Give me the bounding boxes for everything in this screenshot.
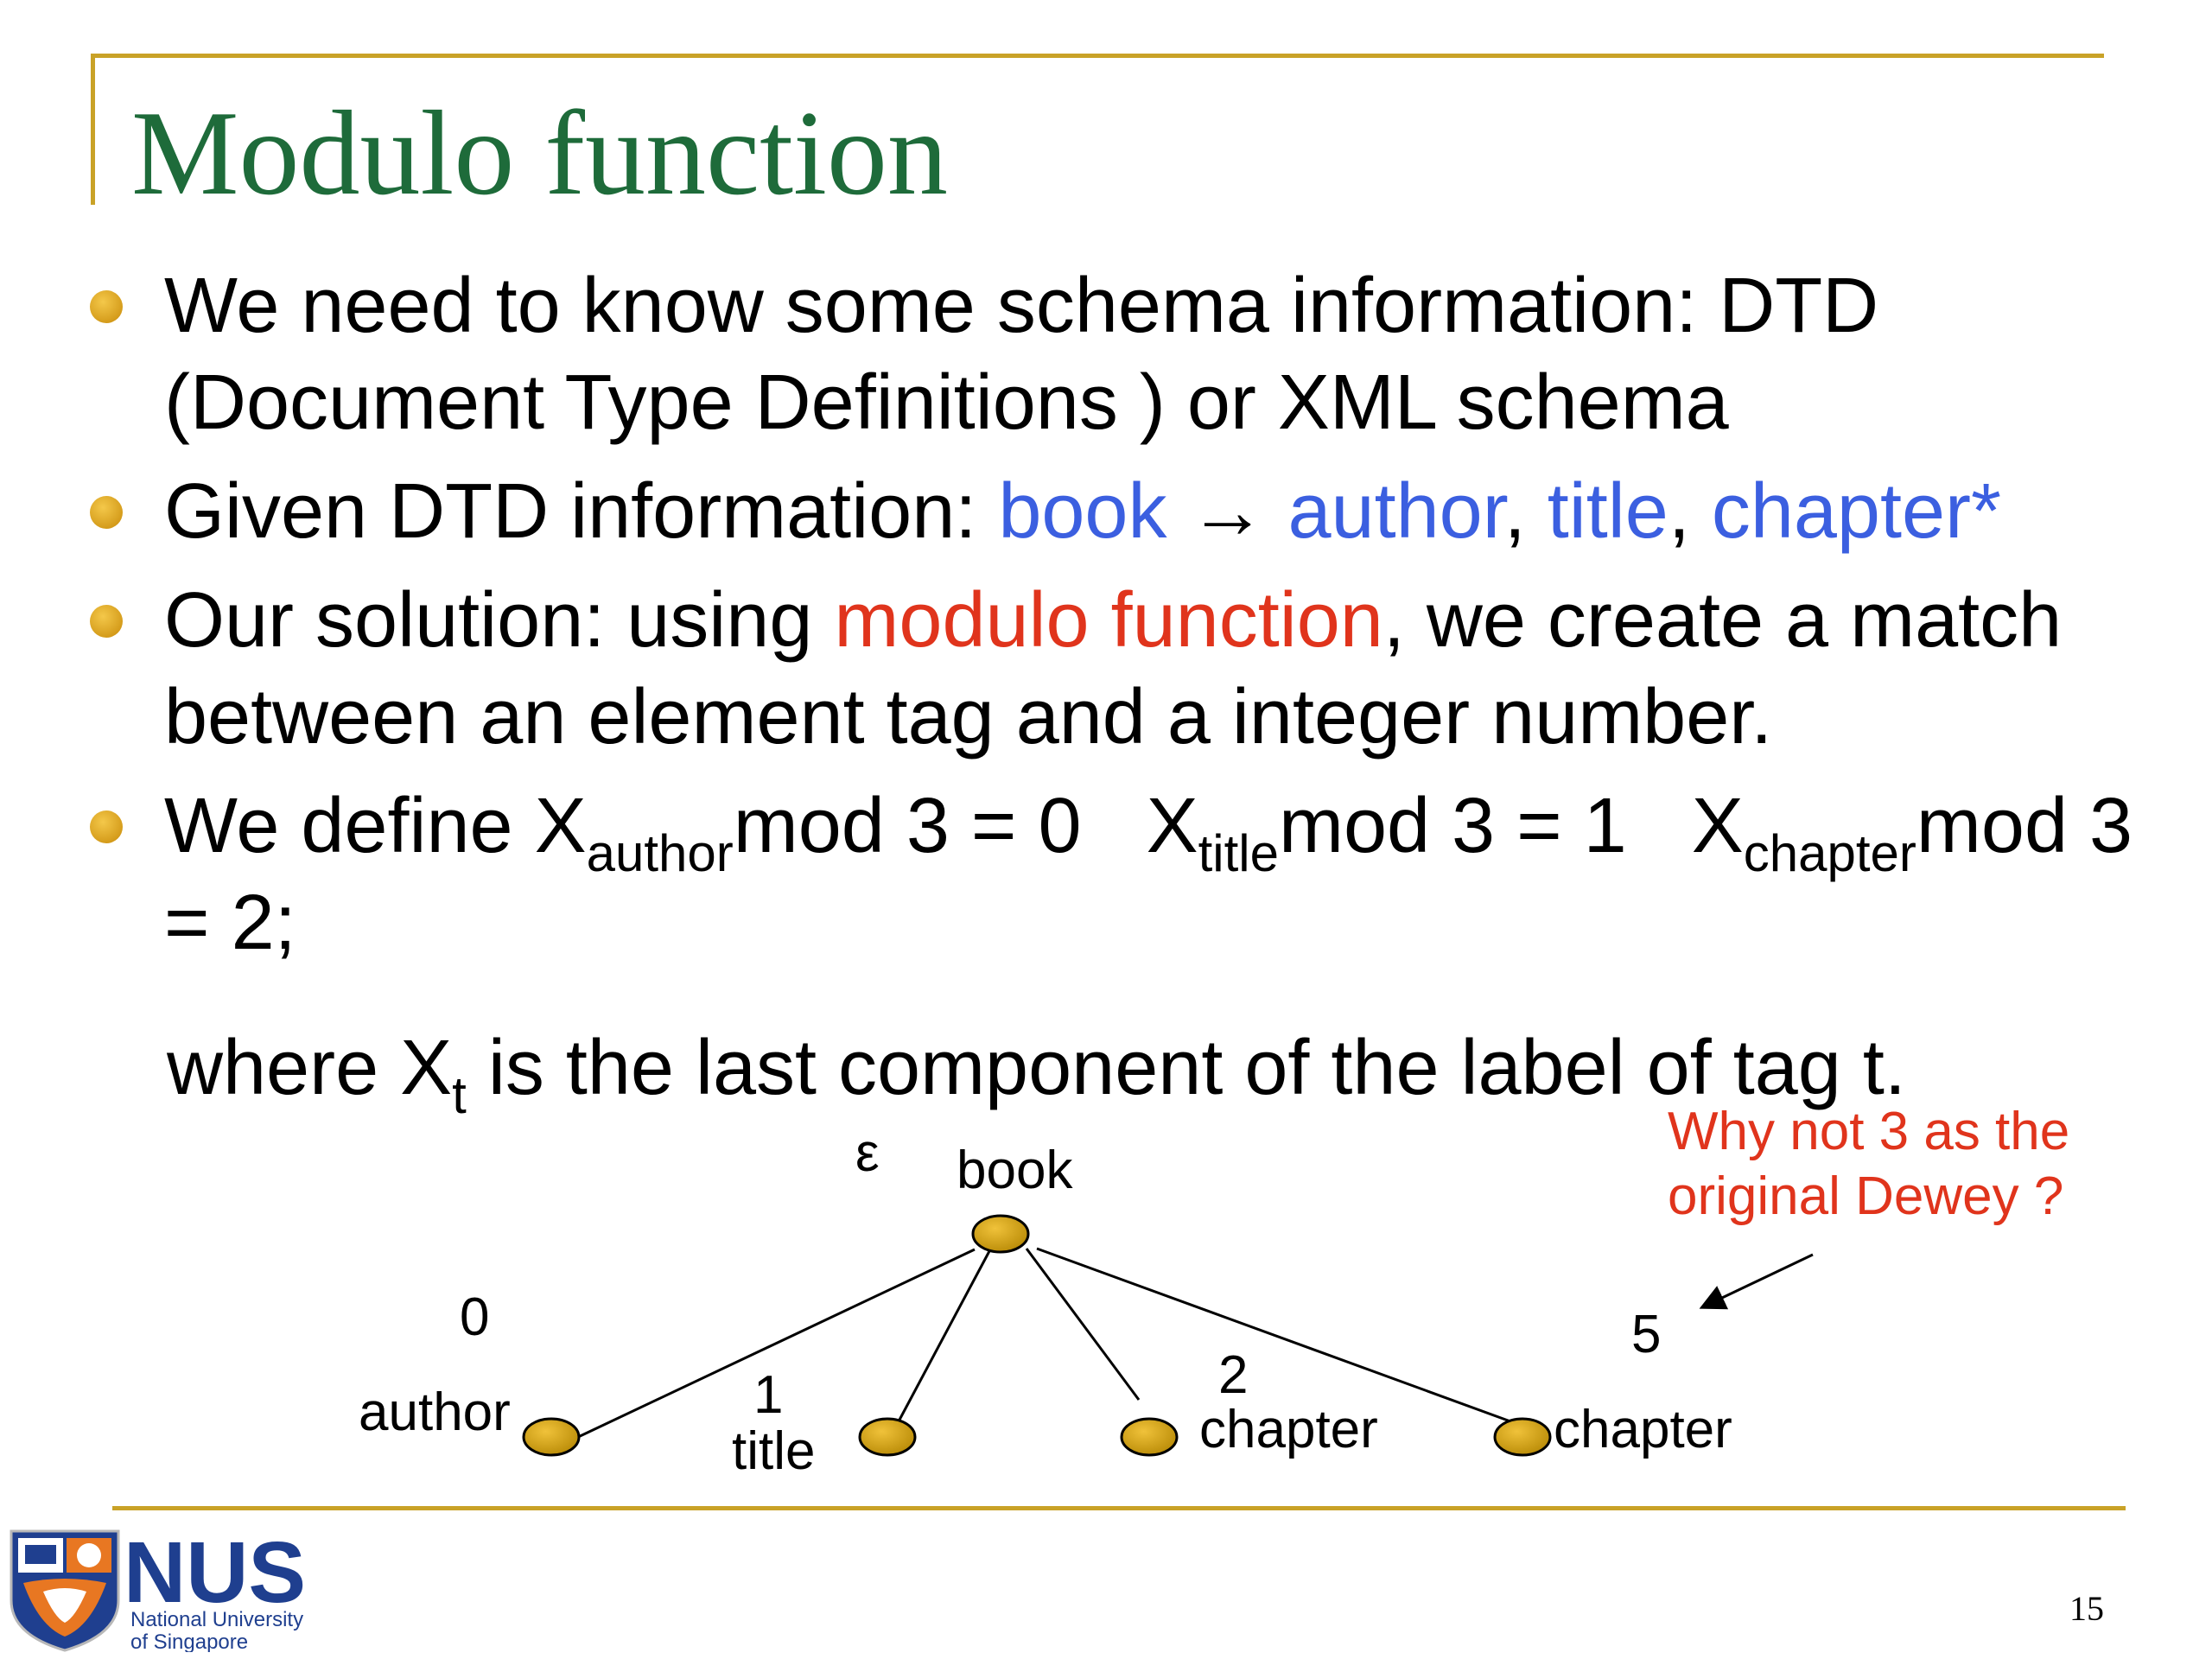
where-pre: where X bbox=[167, 1025, 453, 1111]
dtd-author: author bbox=[1287, 468, 1504, 555]
nus-crest-icon bbox=[10, 1529, 120, 1652]
annotation-line-1: Why not 3 as the bbox=[1668, 1102, 2069, 1161]
define-lead: We define bbox=[164, 783, 535, 869]
dtd-sep: , bbox=[1668, 468, 1712, 555]
node-author bbox=[522, 1417, 581, 1457]
bullet-text: We need to know some schema information:… bbox=[164, 263, 1879, 446]
eq-title: mod 3 = 1 bbox=[1278, 783, 1692, 869]
bullet-list: We need to know some schema information:… bbox=[85, 257, 2176, 983]
where-line: where Xt is the last component of the la… bbox=[167, 1020, 1906, 1122]
annotation-arrow bbox=[1699, 1253, 1814, 1310]
bullet-solution: Our solution: using modulo function, we … bbox=[85, 572, 2176, 766]
annotation-line-2: original Dewey ? bbox=[1668, 1166, 2063, 1226]
slide-title: Modulo function bbox=[131, 86, 948, 220]
logo-line1: National University bbox=[130, 1608, 303, 1631]
where-sub: t bbox=[452, 1066, 467, 1124]
child-number-chapter-5: 5 bbox=[1631, 1305, 1661, 1364]
dtd-chapter: chapter* bbox=[1711, 468, 2002, 555]
sub-chapter: chapter bbox=[1743, 824, 1916, 882]
root-label: book bbox=[957, 1141, 1073, 1200]
edge-book-chapter2 bbox=[1025, 1248, 1141, 1401]
frame-bottom-rule bbox=[112, 1506, 2126, 1510]
highlight-modulo: modulo function bbox=[834, 577, 1383, 664]
child-tag-author: author bbox=[359, 1382, 511, 1442]
node-book bbox=[971, 1214, 1030, 1254]
node-chapter-2 bbox=[1120, 1417, 1179, 1457]
node-chapter-5 bbox=[1493, 1417, 1552, 1457]
bullet-define: We define Xauthormod 3 = 0 Xtitlemod 3 =… bbox=[85, 778, 2176, 971]
eq-chapter: mod 3 = 2; bbox=[164, 783, 2133, 966]
nus-logo: NUS National University of Singapore bbox=[10, 1524, 306, 1652]
frame-top-rule bbox=[91, 54, 2104, 58]
sub-title: title bbox=[1198, 824, 1279, 882]
eq-author: mod 3 = 0 bbox=[733, 783, 1147, 869]
dtd-sep: , bbox=[1503, 468, 1548, 555]
root-epsilon: ε bbox=[855, 1123, 880, 1183]
dtd-arrow: → bbox=[1166, 468, 1288, 555]
child-tag-chapter-2: chapter bbox=[1199, 1400, 1378, 1459]
where-post: is the last component of the label of ta… bbox=[466, 1025, 1906, 1111]
dtd-book: book bbox=[998, 468, 1167, 555]
frame-left-rule bbox=[91, 54, 95, 205]
var-x: X bbox=[1691, 783, 1744, 869]
child-number-chapter-2: 2 bbox=[1218, 1345, 1248, 1405]
bullet-prefix: Given DTD information: bbox=[164, 468, 999, 555]
bullet-dot bbox=[90, 496, 123, 529]
bullet-dot bbox=[90, 290, 123, 323]
child-tag-title: title bbox=[732, 1421, 815, 1481]
bullet-dot bbox=[90, 810, 123, 843]
edge-book-chapter5 bbox=[1036, 1247, 1511, 1423]
page-number: 15 bbox=[2069, 1589, 2104, 1628]
child-tag-chapter-5: chapter bbox=[1554, 1400, 1732, 1459]
bullet-dot bbox=[90, 605, 123, 638]
dtd-title: title bbox=[1547, 468, 1669, 555]
bullet-dtd: Given DTD information: book → author, ti… bbox=[85, 463, 2176, 560]
node-title bbox=[858, 1417, 917, 1457]
logo-line2: of Singapore bbox=[130, 1630, 248, 1652]
edge-book-author bbox=[574, 1248, 976, 1440]
var-x: X bbox=[534, 783, 587, 869]
child-number-title: 1 bbox=[753, 1365, 783, 1425]
bullet-prefix: Our solution: using bbox=[164, 577, 835, 664]
var-x: X bbox=[1146, 783, 1198, 869]
edge-book-title bbox=[897, 1250, 991, 1422]
bullet-suffix: , we create a match between an element t… bbox=[164, 577, 2063, 760]
logo-nus: NUS bbox=[124, 1524, 306, 1621]
bullet-schema: We need to know some schema information:… bbox=[85, 257, 2176, 451]
child-number-author: 0 bbox=[460, 1287, 489, 1347]
sub-author: author bbox=[586, 824, 734, 882]
